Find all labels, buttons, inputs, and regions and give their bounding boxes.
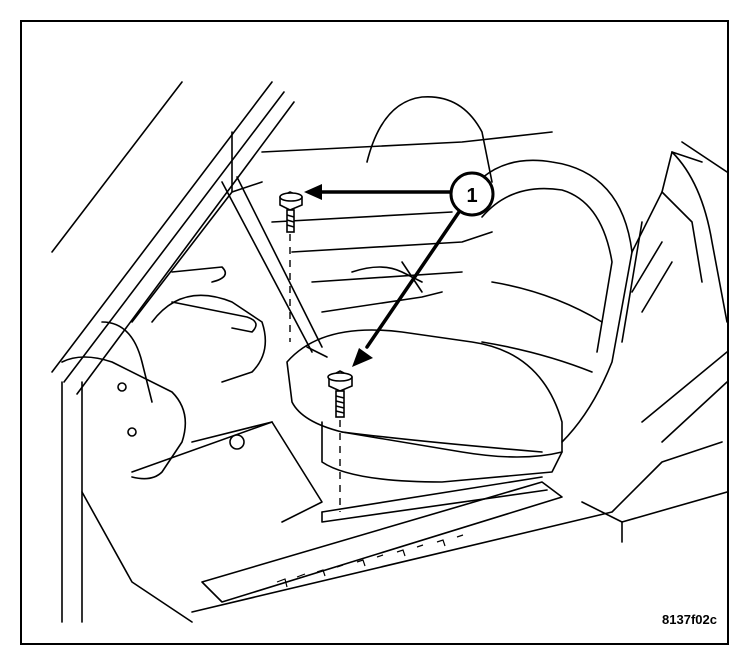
illustration-frame: 1 8137f02c (20, 20, 729, 645)
rear-seat-bolt (279, 191, 303, 233)
seat-back (366, 96, 703, 443)
door-pillar (51, 81, 295, 395)
install-path-lines (289, 234, 341, 512)
arrow-heads (304, 184, 373, 367)
front-seat-bolt (327, 370, 353, 418)
seat-belt (221, 176, 328, 358)
right-door-trim (631, 141, 727, 323)
seat-cushion (286, 329, 563, 483)
figure-reference-id: 8137f02c (662, 612, 717, 627)
callout-number: 1 (466, 185, 477, 207)
leader-arrows (315, 190, 461, 349)
left-door-trim (61, 356, 193, 623)
seat-bolt-illustration: 1 (51, 81, 727, 623)
door-sill-plate (191, 351, 727, 613)
center-console (261, 131, 553, 313)
sill-lettering (276, 534, 464, 588)
floor (101, 266, 323, 523)
callout-marker: 1 (449, 171, 495, 217)
